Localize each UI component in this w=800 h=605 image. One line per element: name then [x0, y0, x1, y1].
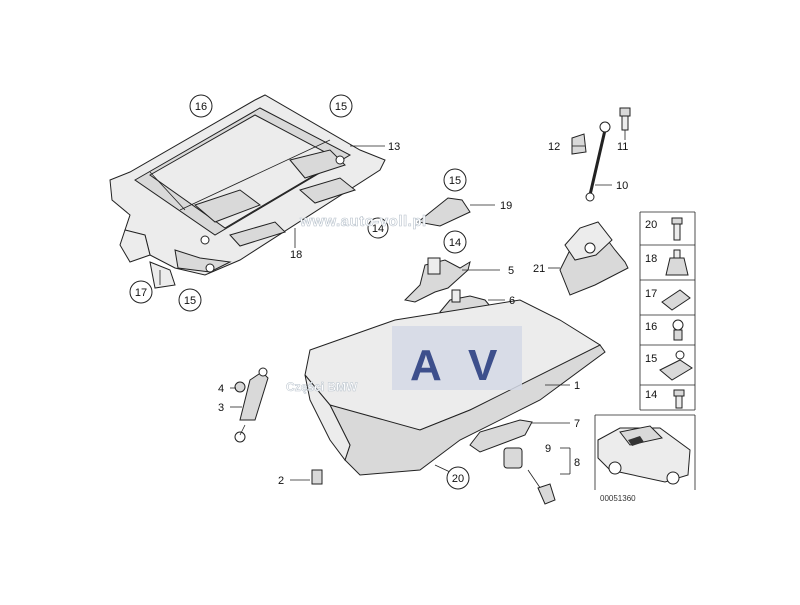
part-13-upper-tray	[109, 94, 386, 289]
label-8: 8	[574, 457, 580, 469]
part-7-handle	[469, 419, 533, 453]
label-3: 3	[218, 402, 224, 414]
label-19: 19	[500, 200, 512, 212]
watermark-caption: Części BMW	[286, 380, 358, 394]
callout-14b: 14	[443, 230, 467, 254]
panel-label-14: 14	[645, 389, 657, 401]
callout-15b: 15	[178, 288, 202, 312]
part-10-check-strap	[585, 121, 611, 202]
label-5: 5	[508, 265, 514, 277]
label-1: 1	[574, 380, 580, 392]
part-19-bracket	[416, 197, 471, 227]
callout-15a: 15	[329, 94, 353, 118]
label-9: 9	[545, 443, 551, 455]
panel-label-17: 17	[645, 288, 657, 300]
label-18a: 18	[290, 249, 302, 261]
leader-lines	[159, 130, 626, 481]
callout-15b-text: 15	[184, 295, 196, 307]
callout-16a: 16	[189, 94, 213, 118]
label-21: 21	[533, 263, 545, 275]
diagram-code: 00051360	[600, 494, 636, 503]
part-4-grommet	[234, 381, 246, 393]
part-12-clip	[571, 133, 587, 155]
car-thumbnail	[594, 414, 696, 490]
label-10: 10	[616, 180, 628, 192]
watermark-url: www.auto-voll.pl	[299, 213, 427, 230]
part-5-latch-bracket	[403, 257, 471, 303]
label-11: 11	[617, 141, 628, 153]
callout-20a-text: 20	[452, 473, 464, 485]
panel-label-15: 15	[645, 353, 657, 365]
callout-17a-text: 17	[135, 287, 147, 299]
label-7: 7	[574, 418, 580, 430]
fastener-panel	[639, 211, 696, 411]
part-21-lock-housing	[559, 221, 629, 296]
panel-label-16: 16	[645, 321, 657, 333]
callout-14b-text: 14	[449, 237, 461, 249]
label-4: 4	[218, 383, 224, 395]
callout-20a: 20	[446, 466, 470, 490]
callout-15a-text: 15	[335, 101, 347, 113]
callout-15c-text: 15	[449, 175, 461, 187]
part-1-glovebox: A V	[304, 299, 606, 476]
panel-label-20: 20	[645, 219, 657, 231]
part-3-gas-strut	[234, 367, 269, 443]
callout-15c: 15	[443, 168, 467, 192]
callout-17a: 17	[129, 280, 153, 304]
label-2: 2	[278, 475, 284, 487]
part-2-screw	[311, 469, 323, 485]
label-13: 13	[388, 141, 400, 153]
label-6: 6	[509, 295, 515, 307]
label-12: 12	[548, 141, 560, 153]
part-11-bolt	[619, 107, 631, 131]
logo-a: A	[410, 341, 442, 390]
panel-label-18: 18	[645, 253, 657, 265]
logo-v: V	[468, 341, 498, 390]
callout-14a-text: 14	[372, 223, 384, 235]
callout-16a-text: 16	[195, 101, 207, 113]
callout-14a: 14	[367, 217, 389, 239]
part-9-lock-cylinder	[503, 447, 556, 505]
